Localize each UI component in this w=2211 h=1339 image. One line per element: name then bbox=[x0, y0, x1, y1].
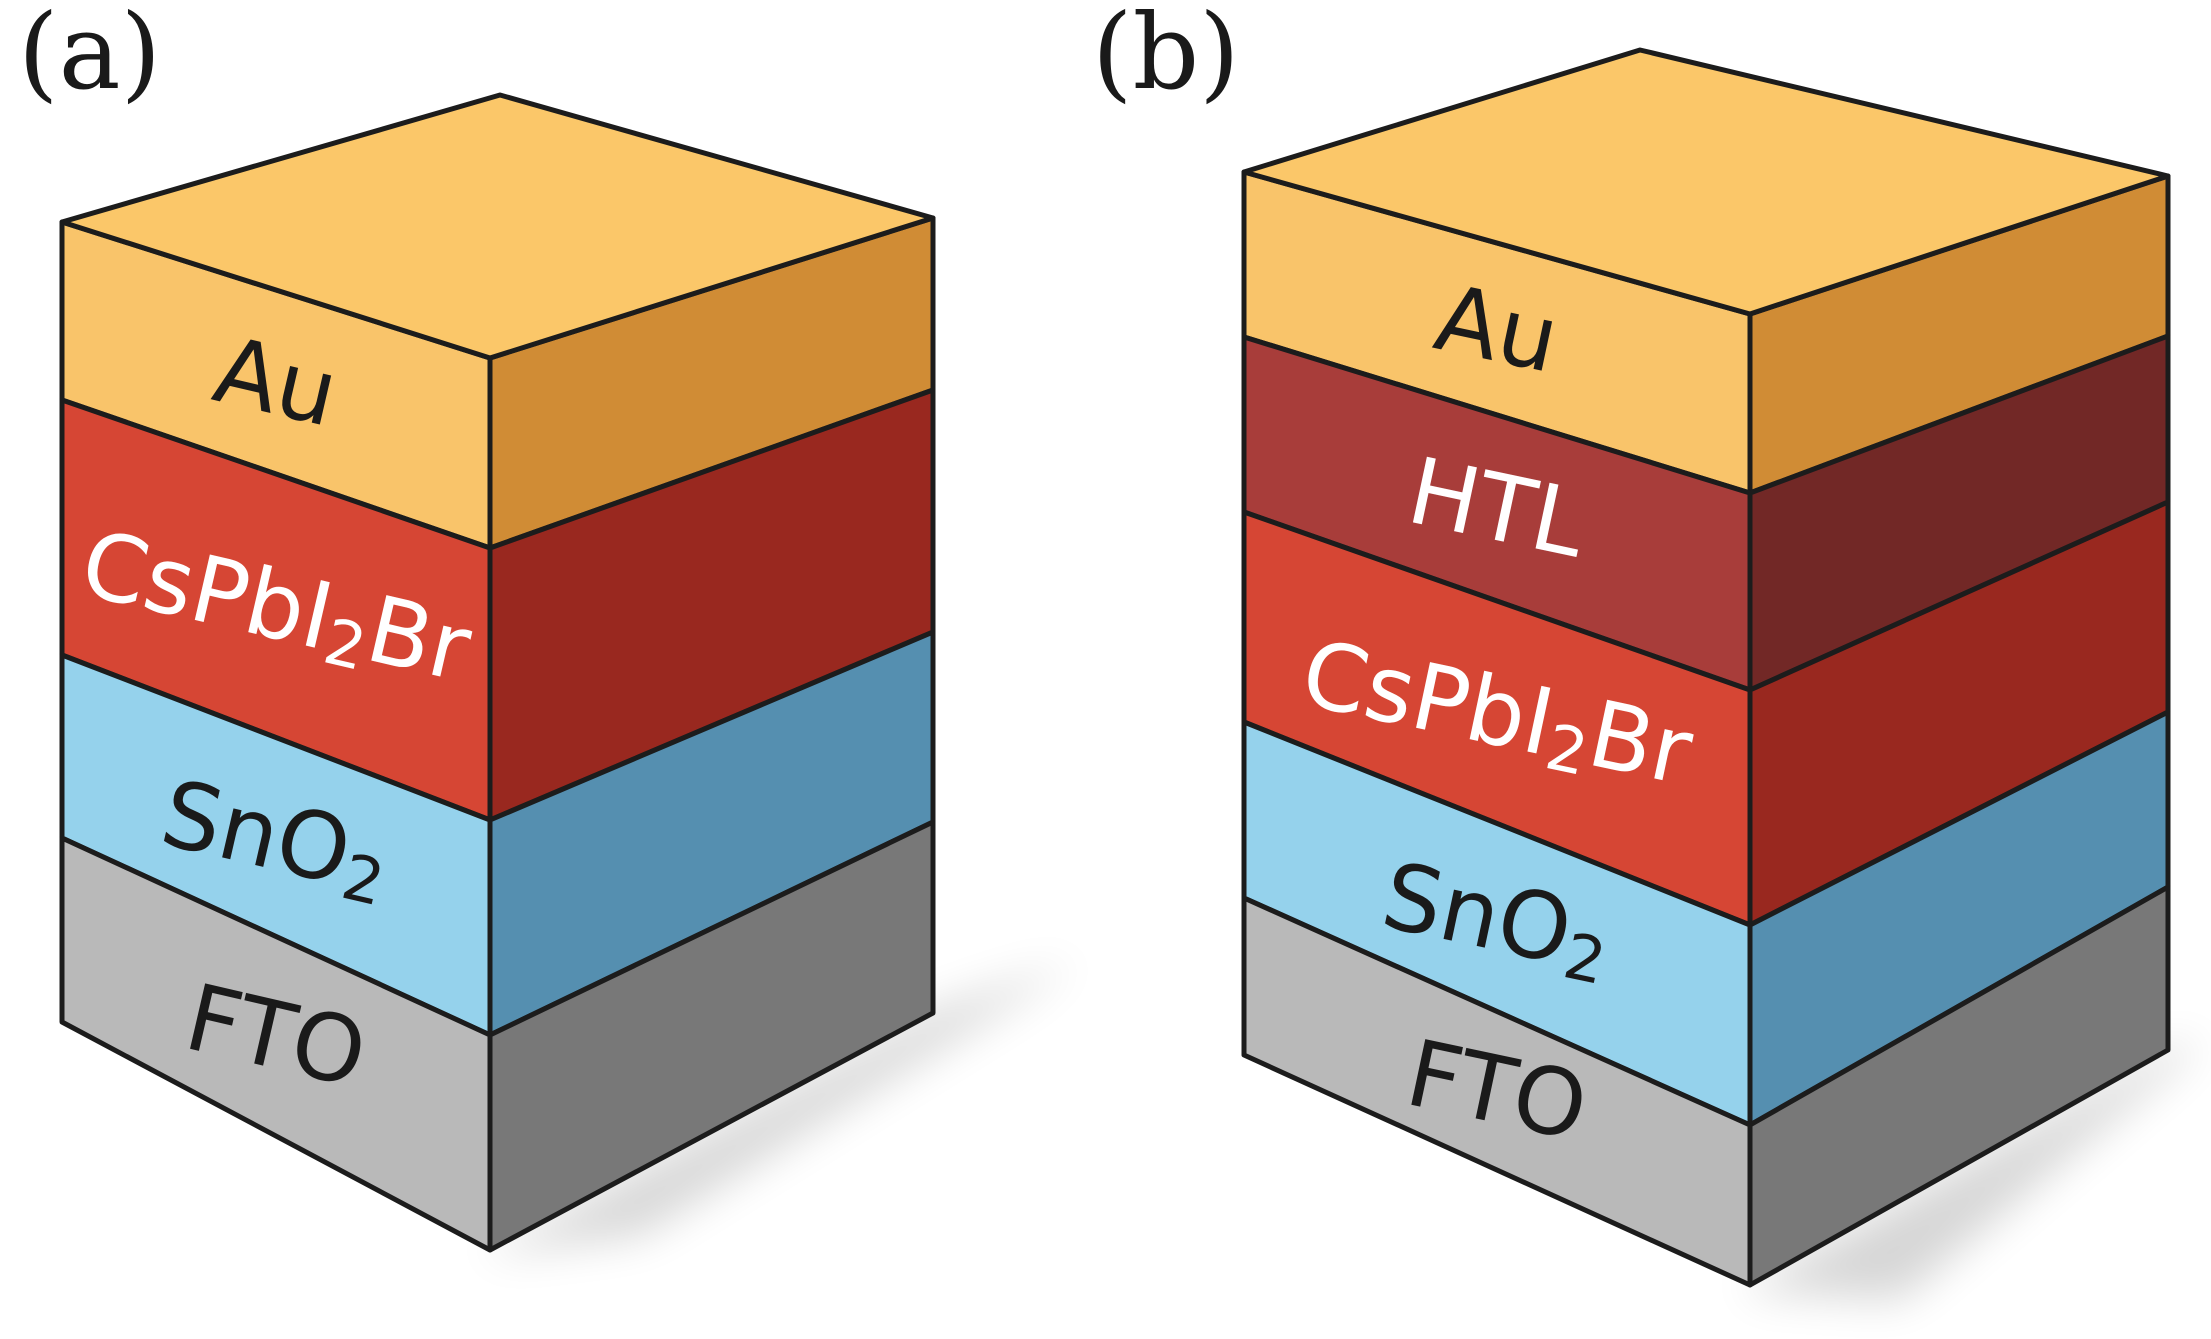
panel-label: (b) bbox=[1092, 0, 1240, 113]
drop-shadow bbox=[1740, 1040, 2205, 1300]
layer-side-face bbox=[1747, 884, 2171, 1288]
panel-label: (a) bbox=[18, 0, 161, 113]
layer-fto: FTO bbox=[59, 819, 936, 1253]
layer-au: Au bbox=[1241, 169, 2171, 496]
layer-label-au: Au bbox=[205, 316, 347, 448]
layer-sno2: SnO2 bbox=[1241, 709, 2171, 1128]
top-face bbox=[59, 92, 936, 361]
top-face bbox=[1241, 47, 2171, 317]
layer-side-face bbox=[487, 819, 936, 1253]
layer-fto: FTO bbox=[1241, 884, 2171, 1288]
layer-label-au: Au bbox=[1427, 264, 1568, 394]
layer-cspbi2br: CsPbI2Br bbox=[59, 387, 936, 823]
drop-shadow bbox=[480, 960, 1080, 1255]
layer-cspbi2br: CsPbI2Br bbox=[1241, 499, 2171, 928]
